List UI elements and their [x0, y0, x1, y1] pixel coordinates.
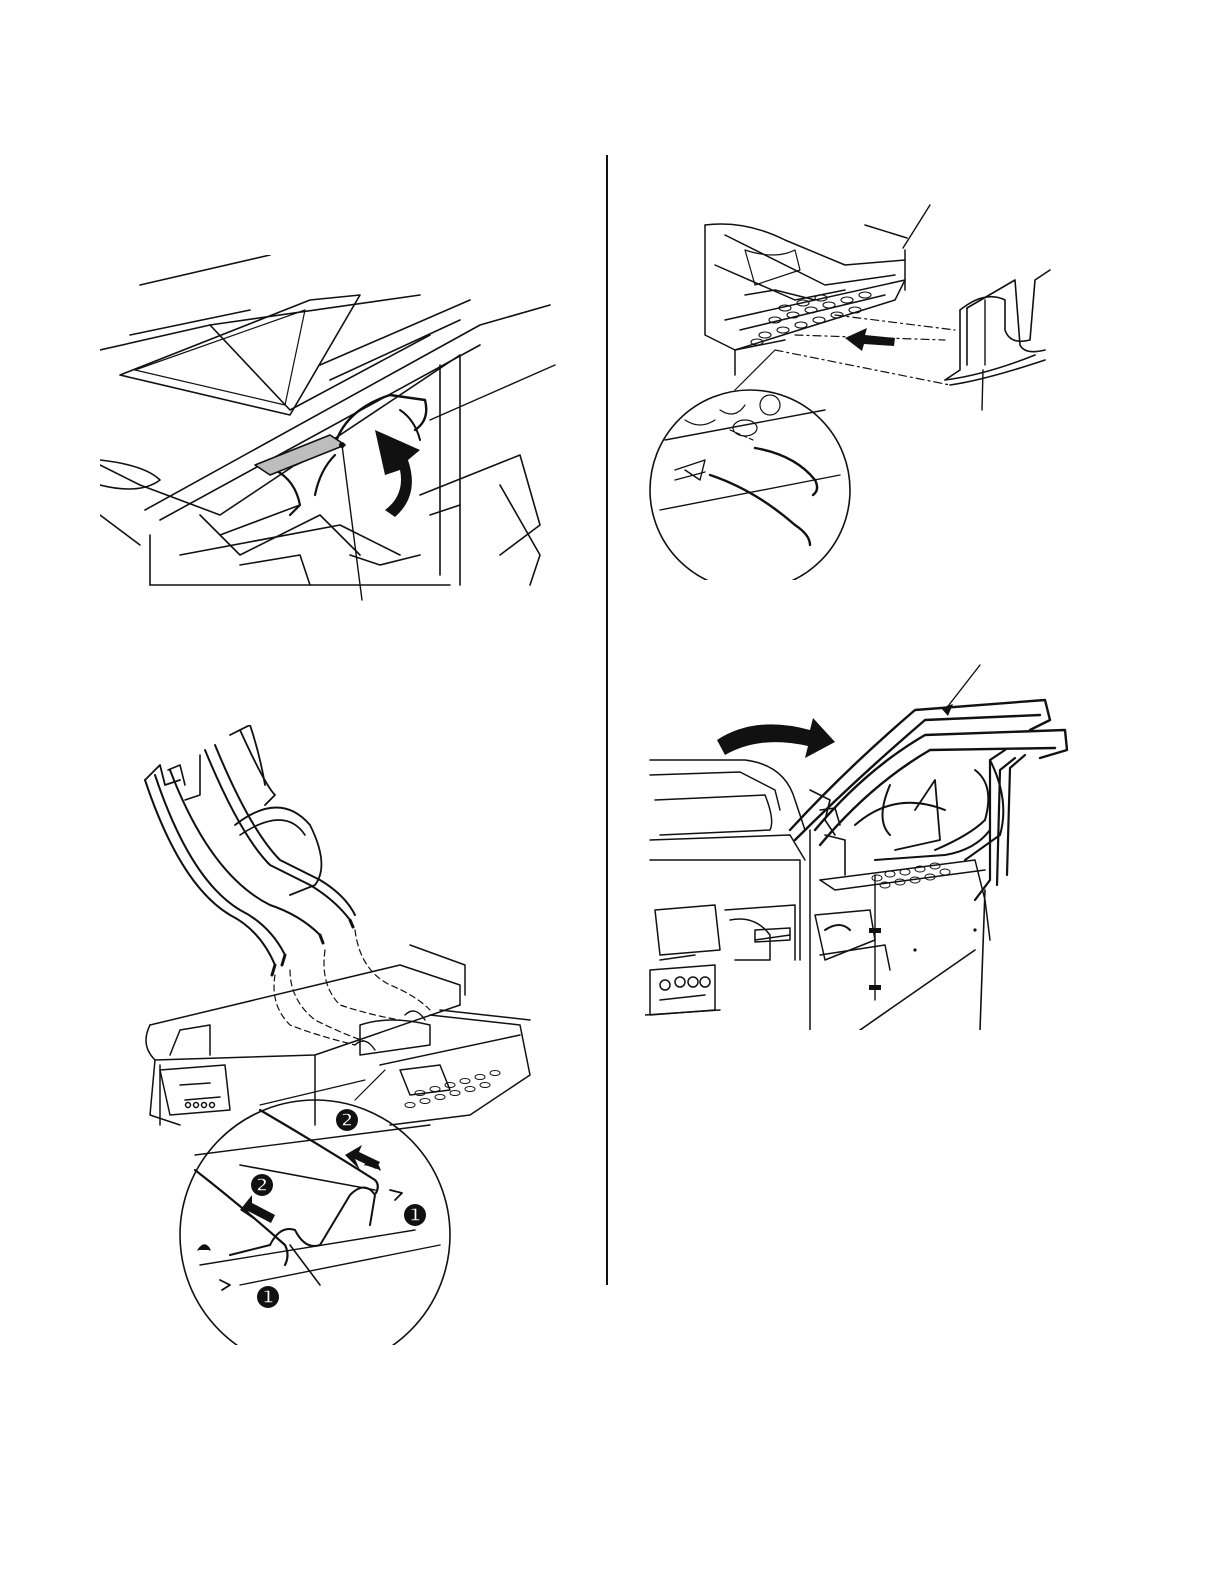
figure-rotate-stacker: [645, 660, 1090, 1030]
figure-lift-bracket: [100, 255, 570, 605]
insert-arrow-icon: [845, 328, 895, 351]
push-arrow-icon: [345, 1145, 380, 1170]
figure-attach-wires: 2 2 1 1: [140, 725, 550, 1345]
push-arrow-icon: [240, 1195, 275, 1223]
svg-text:1: 1: [262, 1287, 275, 1308]
svg-text:2: 2: [256, 1175, 269, 1196]
column-divider: [606, 155, 608, 1285]
svg-text:1: 1: [409, 1205, 422, 1226]
step-badge: 1: [257, 1286, 279, 1308]
rotate-arrow-icon: [717, 718, 835, 758]
lift-arrow-icon: [375, 430, 420, 517]
step-badge: 1: [404, 1204, 426, 1226]
step-badge: 2: [336, 1109, 358, 1131]
svg-text:2: 2: [341, 1110, 354, 1131]
figure-insert-stacker: [645, 190, 1075, 580]
step-badge: 2: [251, 1174, 273, 1196]
